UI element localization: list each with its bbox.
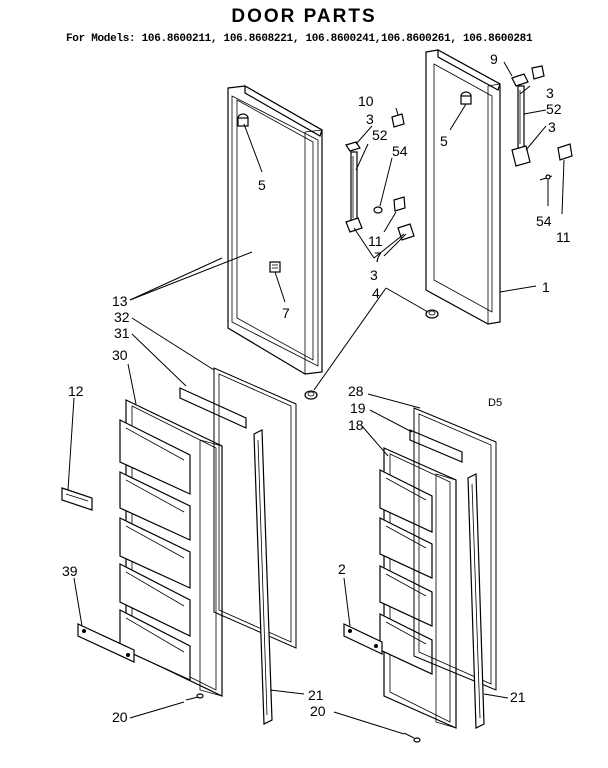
callout-30: 30: [112, 347, 128, 363]
leader-lines: [67, 61, 565, 735]
callout-3: 3: [546, 85, 554, 101]
callout-52: 52: [546, 101, 562, 117]
callout-32: 32: [114, 309, 130, 325]
callout-11: 11: [556, 229, 571, 245]
handle-mount-3: [397, 223, 415, 241]
hinge-screw-cover-part: [269, 261, 281, 273]
callout-21: 21: [510, 689, 526, 705]
callout-39: 39: [62, 563, 78, 579]
callout-7: 7: [374, 249, 382, 265]
callout-12: 12: [68, 383, 84, 399]
callout-9: 9: [490, 51, 498, 67]
callout-11: 11: [368, 233, 383, 249]
door-handle-left: [345, 141, 363, 233]
callout-3: 3: [370, 267, 378, 283]
fresh-food-door-outer-panel: [425, 48, 501, 325]
diagram-code: D5: [488, 397, 502, 409]
handle-trim-10: [391, 113, 405, 128]
callout-54: 54: [536, 213, 552, 229]
page-title: DOOR PARTS: [231, 6, 377, 27]
handle-trim-11-right: [557, 143, 573, 161]
callout-18: 18: [348, 417, 364, 433]
callout-2: 2: [338, 561, 346, 577]
door-handle-right: [511, 73, 531, 167]
callout-10: 10: [358, 93, 374, 109]
callout-13: 13: [112, 293, 128, 309]
callout-5: 5: [440, 133, 448, 149]
fresh-food-breaker-strip: [467, 473, 485, 729]
freezer-door-outer-panel: [227, 84, 323, 375]
liner-top-bar: [179, 387, 247, 429]
fresh-food-door-gasket: [413, 407, 497, 691]
nameplate-part: [61, 487, 93, 511]
callout-54: 54: [392, 143, 408, 159]
callout-labels: 5 5 10 3 52 54 11 7 3 4 7 13 32 31 30 12…: [62, 51, 571, 725]
door-stop-part: [237, 113, 249, 127]
freezer-breaker-strip: [253, 429, 273, 725]
model-list: For Models: 106.8600211, 106.8608221, 10…: [66, 33, 533, 45]
callout-28: 28: [348, 383, 364, 399]
liner-screw-left: [185, 693, 204, 701]
callout-7: 7: [282, 305, 290, 321]
liner-screw-right: [403, 732, 421, 743]
callout-5: 5: [258, 177, 266, 193]
fresh-food-door-liner: [379, 447, 457, 729]
callout-4: 4: [372, 285, 380, 301]
callout-31: 31: [114, 325, 130, 341]
shelf-end-bracket-right: [343, 623, 383, 655]
callout-19: 19: [350, 400, 366, 416]
callout-21: 21: [308, 687, 324, 703]
freezer-door-liner: [119, 399, 223, 697]
shelf-end-bracket: [77, 623, 135, 663]
liner-top-bar-right: [409, 429, 463, 463]
door-bushing-part: [425, 309, 439, 319]
door-bushing-part: [304, 390, 318, 400]
callout-3: 3: [548, 119, 556, 135]
handle-trim-11: [393, 196, 406, 212]
callout-20: 20: [112, 709, 128, 725]
handle-trim-9: [531, 65, 545, 80]
handle-screw-54: [373, 206, 383, 214]
callout-3: 3: [366, 111, 374, 127]
handle-screw-54-right: [539, 174, 553, 181]
callout-1: 1: [542, 279, 550, 295]
freezer-door-gasket: [213, 367, 297, 649]
door-stop-part: [460, 91, 472, 105]
callout-52: 52: [372, 127, 388, 143]
callout-20: 20: [310, 703, 326, 719]
